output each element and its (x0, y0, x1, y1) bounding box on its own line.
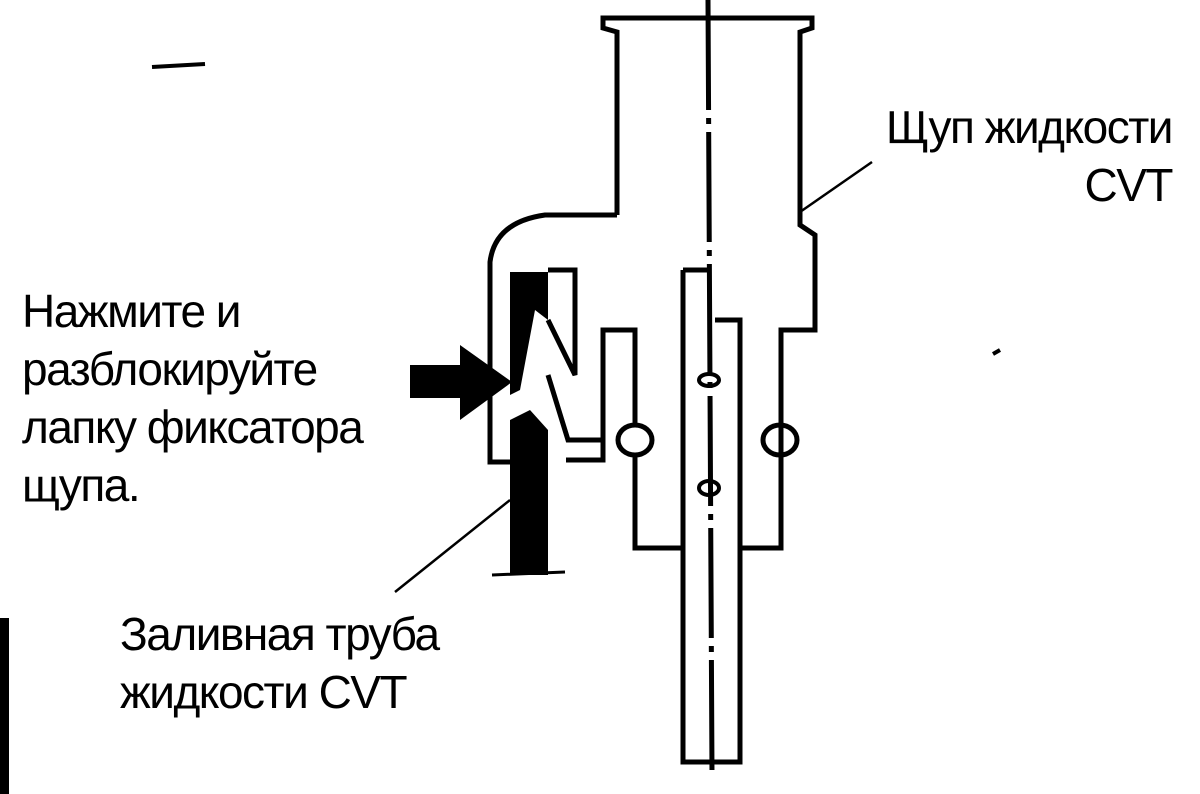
o-ring-left (615, 422, 655, 458)
instruction-line2: разблокируйте (22, 343, 318, 395)
dipstick-label-line1: Щуп жидкости (885, 101, 1174, 153)
latch-tab-outline (545, 267, 578, 377)
scan-mark (151, 62, 206, 69)
filler-tube-label-line1: Заливная труба (120, 608, 440, 660)
o-ring-right (760, 422, 800, 458)
dipstick-label: Щуп жидкости CVT (885, 98, 1174, 214)
instruction-line1: Нажмите и (22, 285, 242, 337)
instruction-line4: щупа. (22, 459, 141, 511)
scan-edge (0, 618, 9, 794)
rod-marker-lower (697, 479, 721, 497)
scan-mark (992, 348, 1001, 356)
probe-tube (680, 270, 743, 765)
filler-tube-wall (510, 272, 548, 395)
instruction-line3: лапку фиксатора (22, 401, 364, 453)
filler-tube-leader-line (394, 499, 511, 593)
filler-tube-label: Заливная труба жидкости CVT (120, 605, 440, 721)
latch-tab-lower (545, 374, 603, 443)
push-arrow-icon (410, 345, 512, 420)
filler-tube-wall-lower (510, 410, 548, 575)
housing-left-curve (487, 212, 617, 465)
dipstick-label-line2: CVT (1084, 159, 1174, 211)
rod-marker-upper (697, 372, 721, 388)
filler-tube-label-line2: жидкости CVT (120, 666, 408, 718)
housing-lower-left (632, 455, 683, 551)
dipstick-leader-line (799, 160, 873, 214)
housing-inner-step (566, 327, 638, 463)
instruction-label: Нажмите и разблокируйте лапку фиксатора … (22, 282, 364, 514)
